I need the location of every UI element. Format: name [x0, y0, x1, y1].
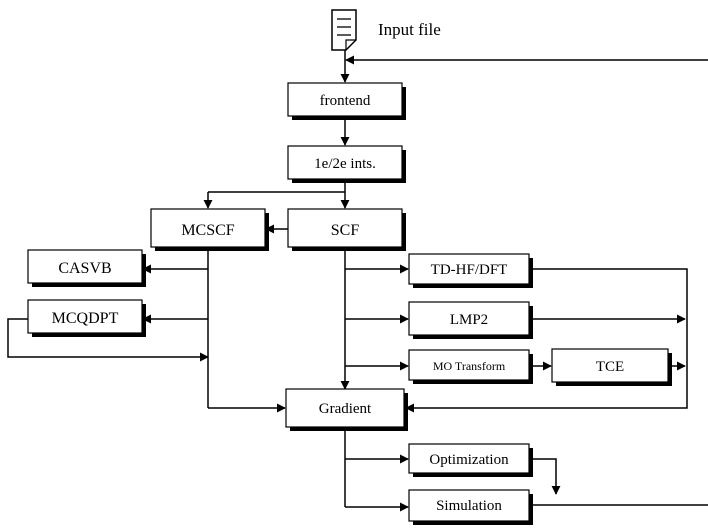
input-file-label: Input file [378, 20, 441, 39]
node-frontend: frontend [287, 82, 406, 120]
gradient-label: Gradient [319, 401, 372, 417]
document-icon [331, 9, 357, 51]
node-mcscf: MCSCF [150, 208, 269, 251]
mcqdpt-label: MCQDPT [52, 310, 119, 327]
node-mcqdpt: MCQDPT [27, 299, 146, 337]
mo-transform-label: MO Transform [433, 359, 506, 373]
node-mo-transform: MO Transform [408, 349, 533, 384]
tce-label: TCE [596, 359, 624, 375]
node-scf: SCF [287, 208, 406, 251]
ints-label: 1e/2e ints. [314, 156, 376, 172]
optimization-label: Optimization [429, 452, 509, 468]
node-tdhf: TD-HF/DFT [408, 253, 533, 288]
simulation-label: Simulation [436, 498, 502, 514]
node-simulation: Simulation [408, 489, 533, 525]
tdhf-label: TD-HF/DFT [431, 262, 508, 278]
frontend-label: frontend [320, 93, 371, 109]
node-tce: TCE [551, 348, 672, 386]
node-casvb: CASVB [27, 249, 146, 287]
scf-label: SCF [331, 222, 360, 239]
casvb-label: CASVB [58, 260, 111, 277]
connectors [7, 50, 708, 512]
node-optimization: Optimization [408, 443, 533, 477]
node-ints: 1e/2e ints. [287, 145, 406, 183]
mcscf-label: MCSCF [181, 222, 234, 239]
node-gradient: Gradient [285, 388, 408, 431]
node-lmp2: LMP2 [408, 301, 533, 339]
lmp2-label: LMP2 [450, 312, 488, 328]
